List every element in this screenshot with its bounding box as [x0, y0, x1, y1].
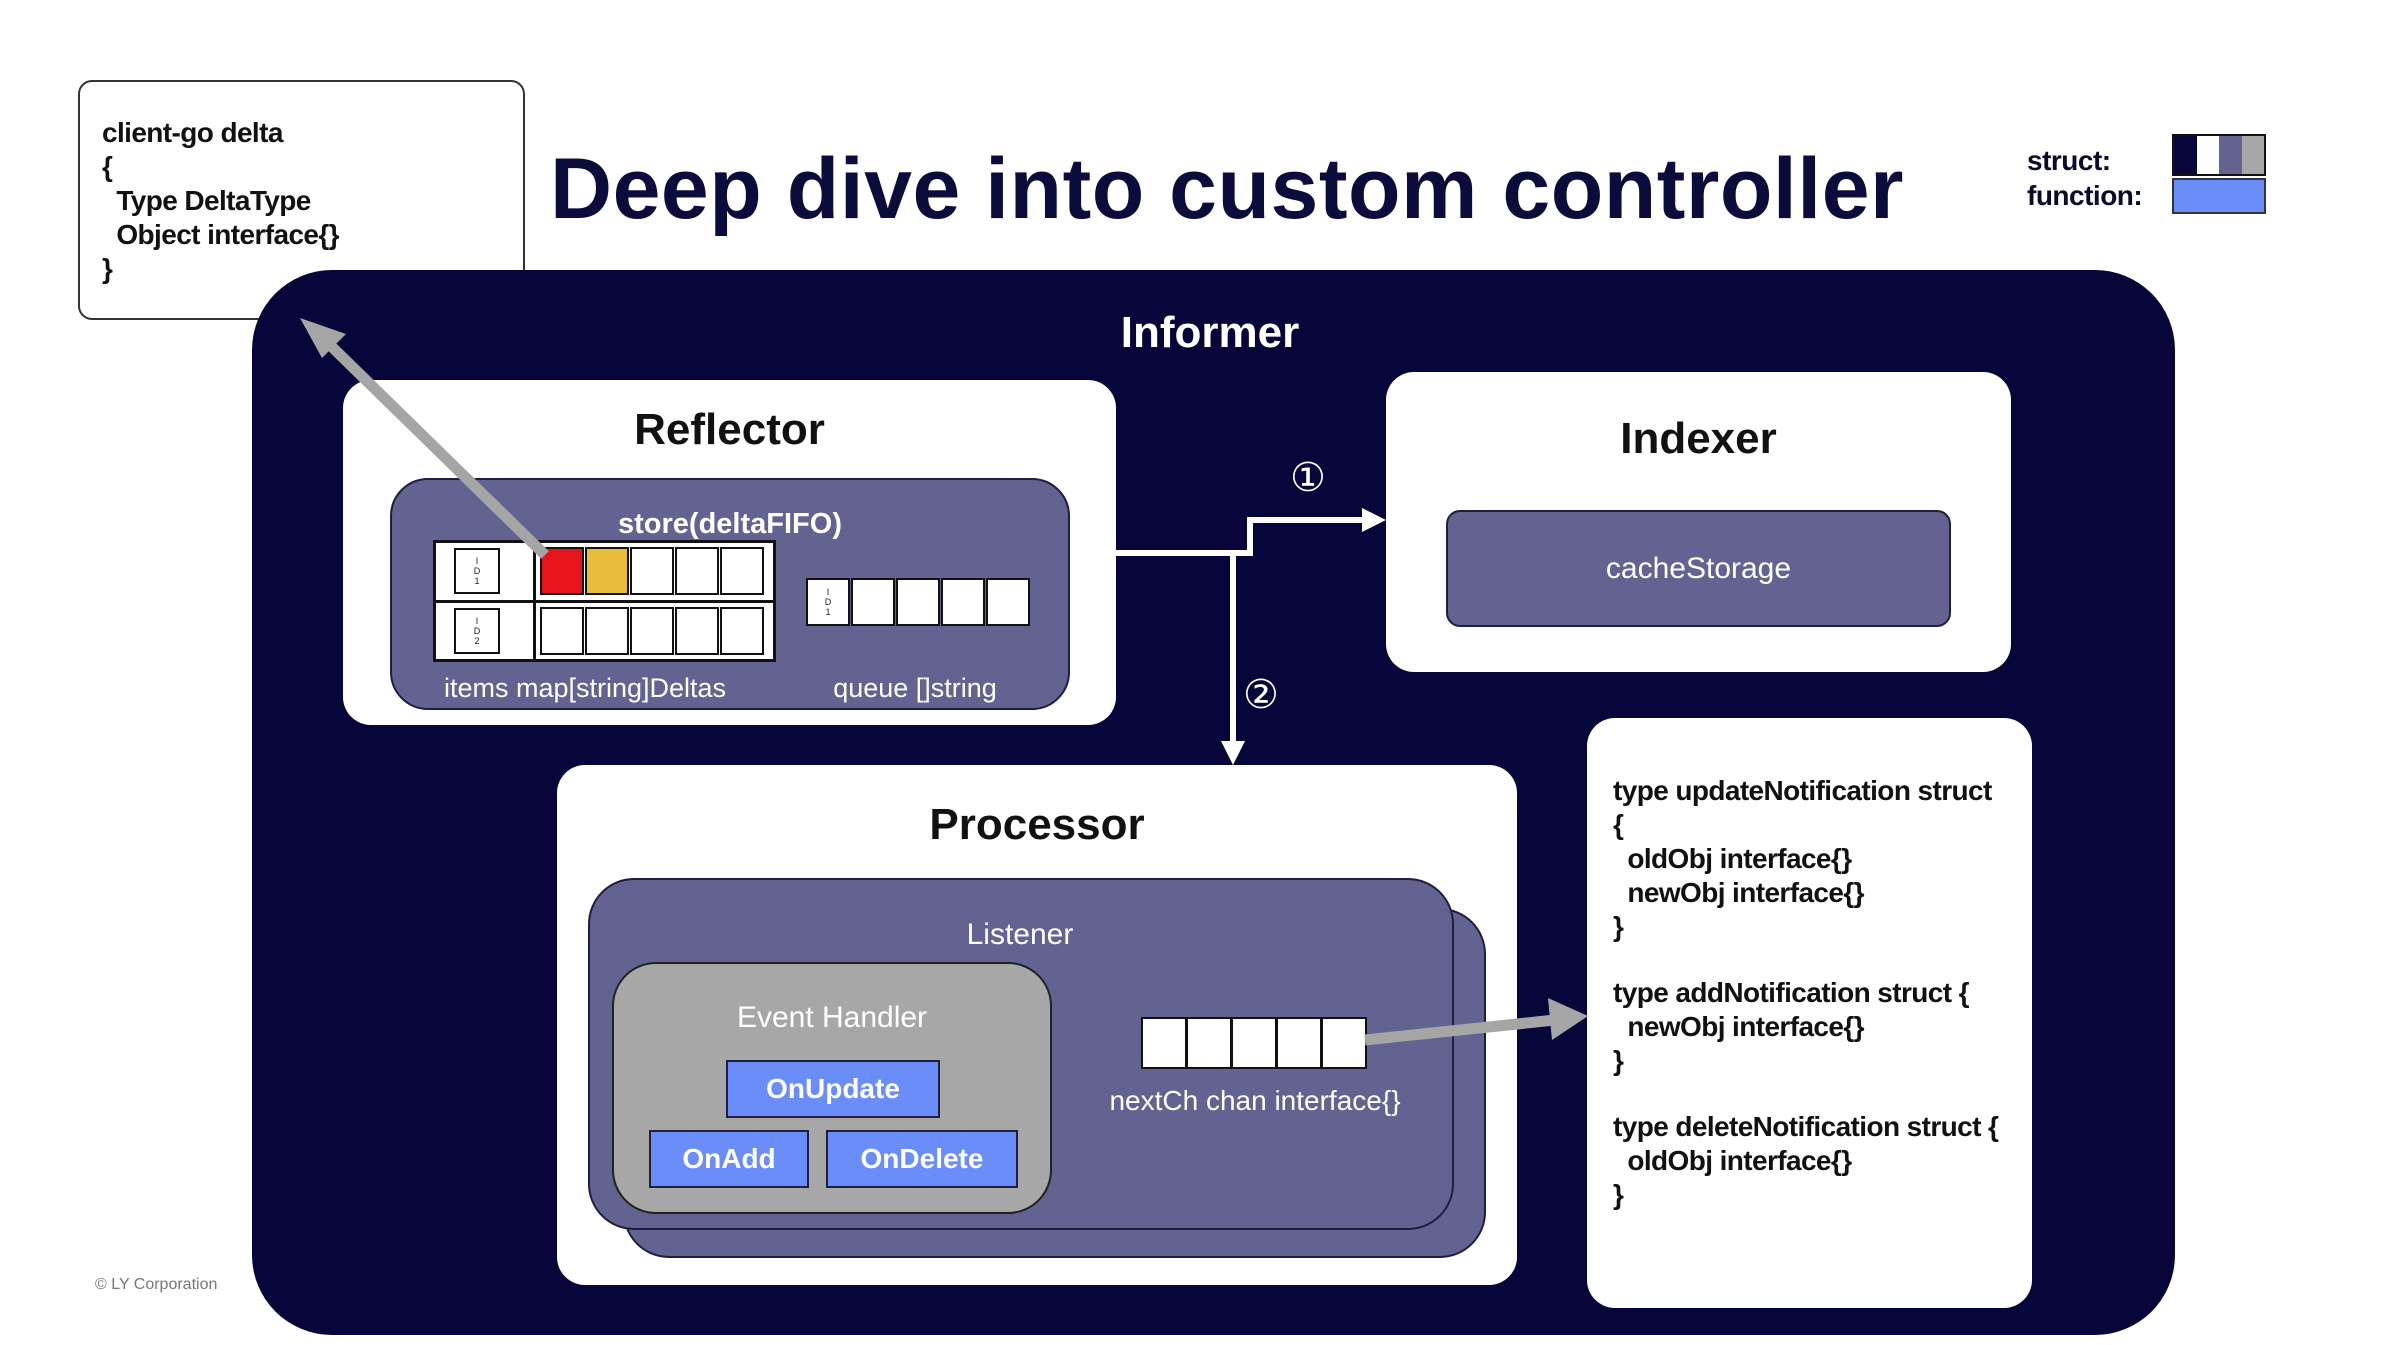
code-line: type updateNotification struct [1613, 775, 1992, 806]
cache-storage [1446, 510, 1951, 627]
id-char: 1 [825, 607, 831, 617]
delta-cell [585, 547, 629, 595]
delta-cell [720, 607, 764, 655]
item-id-cell: I D 1 [454, 548, 500, 594]
queue-label: queue []string [833, 673, 997, 703]
delta-cell [720, 547, 764, 595]
id-char: D [473, 626, 481, 636]
reflector-title: Reflector [634, 405, 825, 454]
copyright-text: © LY Corporation [95, 1276, 218, 1293]
id-char: D [824, 597, 832, 607]
delta-line: Type DeltaType [102, 185, 311, 216]
cache-storage-label: cacheStorage [1605, 552, 1792, 585]
id-char: 2 [474, 636, 480, 646]
delta-cell [585, 607, 629, 655]
queue-id-cell: I D 1 [806, 578, 850, 626]
channel-cell [1141, 1017, 1187, 1069]
queue-cell [941, 578, 985, 626]
table-divider [434, 600, 775, 603]
item-id-cell: I D 2 [454, 608, 500, 654]
code-line: type deleteNotification struct { [1613, 1111, 1999, 1142]
delta-struct-box: client-go delta { Type DeltaType Object … [78, 80, 525, 320]
listener-label: Listener [966, 918, 1074, 951]
legend-struct-swatch [2172, 134, 2266, 176]
delta-line: { [102, 151, 113, 182]
channel-detail-arrowhead [1548, 998, 1588, 1040]
legend-struct-color [2174, 136, 2197, 174]
on-update-function: OnUpdate [726, 1060, 940, 1118]
legend-struct-color [2196, 136, 2219, 174]
id-char: I [475, 616, 479, 626]
id-char: I [475, 556, 479, 566]
legend-function-swatch [2172, 178, 2266, 214]
legend-struct-color [2241, 136, 2264, 174]
channel-label: nextCh chan interface{} [1109, 1085, 1401, 1116]
informer-label: Informer [1120, 308, 1300, 357]
id-char: D [473, 566, 481, 576]
on-add-function: OnAdd [649, 1130, 809, 1188]
step-marker-2: ② [1243, 673, 1279, 717]
delta-detail-arrow [326, 341, 549, 559]
delta-cell [675, 607, 719, 655]
delta-cell [540, 547, 584, 595]
on-delete-function: OnDelete [826, 1130, 1018, 1188]
queue-cell [986, 578, 1030, 626]
delta-cell [630, 547, 674, 595]
channel-cell [1231, 1017, 1277, 1069]
flow-line-to-indexer [1116, 517, 1370, 556]
code-line: } [1613, 1045, 1624, 1076]
indexer-title: Indexer [1620, 414, 1777, 463]
code-line: } [1613, 911, 1624, 942]
legend-struct-label: struct: [2027, 145, 2111, 176]
delta-line: client-go delta [102, 117, 283, 148]
delta-line: } [102, 253, 113, 284]
legend-struct-color [2219, 136, 2242, 174]
processor-title: Processor [929, 800, 1145, 849]
event-handler-label: Event Handler [736, 1001, 928, 1034]
store-label: store(deltaFIFO) [618, 508, 842, 540]
arrowhead-to-processor [1221, 741, 1245, 765]
queue-cell [896, 578, 940, 626]
delete-notification-block: type deleteNotification struct { oldObj … [1613, 1110, 2006, 1212]
channel-cell [1186, 1017, 1232, 1069]
queue-cell [851, 578, 895, 626]
code-line: { [1613, 809, 1624, 840]
channel-detail-arrow [1364, 1014, 1556, 1046]
delta-line: Object interface{} [102, 219, 339, 250]
channel-cell [1321, 1017, 1367, 1069]
items-map-label: items map[string]Deltas [443, 673, 727, 703]
code-line: oldObj interface{} [1613, 1145, 1852, 1176]
page-title: Deep dive into custom controller [550, 141, 1904, 237]
id-char: I [826, 587, 830, 597]
code-line: newObj interface{} [1613, 1011, 1864, 1042]
delta-cell [630, 607, 674, 655]
step-marker-1: ① [1290, 456, 1326, 500]
update-notification-block: type updateNotification struct { oldObj … [1613, 774, 2006, 944]
code-line: } [1613, 1179, 1624, 1210]
notification-types-panel: type updateNotification struct { oldObj … [1587, 718, 2032, 1308]
delta-cell [675, 547, 719, 595]
code-line: oldObj interface{} [1613, 843, 1852, 874]
legend-function-label: function: [2027, 180, 2143, 211]
code-line: newObj interface{} [1613, 877, 1864, 908]
table-divider [533, 541, 536, 661]
delta-detail-arrowhead [300, 318, 346, 358]
arrowhead-to-indexer [1362, 508, 1386, 532]
add-notification-block: type addNotification struct { newObj int… [1613, 976, 2006, 1078]
code-line: type addNotification struct { [1613, 977, 1970, 1008]
id-char: 1 [474, 576, 480, 586]
delta-cell [540, 607, 584, 655]
